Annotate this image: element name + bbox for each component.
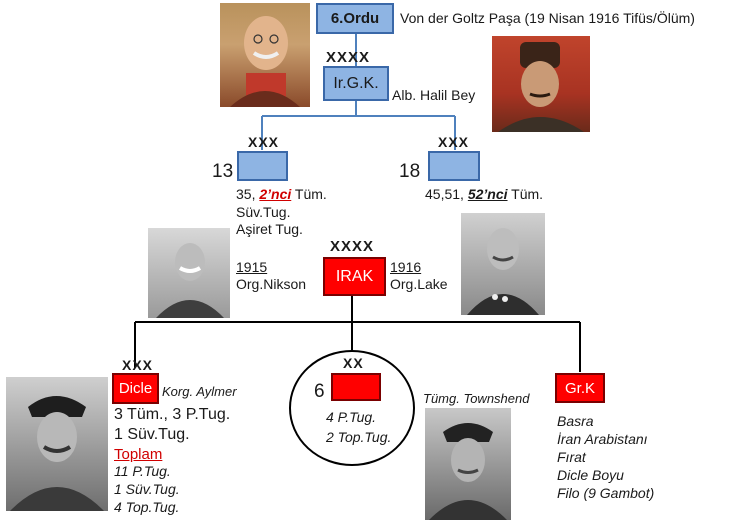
- corps-13-line2: Süv.Tug.: [236, 204, 291, 220]
- grk-item-3: Dicle Boyu: [557, 467, 624, 483]
- irak-right-commander: Org.Lake: [390, 276, 448, 292]
- irak-box[interactable]: IRAK: [323, 257, 386, 296]
- corps-13-line1-a: 35,: [236, 186, 260, 202]
- dicle-total-3: 4 Top.Tug.: [114, 499, 180, 515]
- corps-13-line3: Aşiret Tug.: [236, 221, 303, 237]
- dicle-box[interactable]: Dicle: [112, 373, 159, 404]
- group-echelon: XXXX: [326, 49, 371, 66]
- dicle-line1: 3 Tüm., 3 P.Tug.: [114, 406, 231, 423]
- group-box[interactable]: Ir.G.K.: [323, 66, 389, 101]
- portrait-aylmer-icon: [10, 396, 104, 511]
- dicle-total-label: Toplam: [114, 446, 163, 463]
- irak-left-commander: Org.Nikson: [236, 276, 307, 292]
- army-commander: Von der Goltz Paşa (19 Nisan 1916 Tifüs/…: [400, 10, 695, 26]
- division-6-ellipse: [289, 350, 415, 466]
- corps-13-line1-b: Tüm.: [291, 186, 327, 202]
- portrait-von-der-goltz: [220, 3, 310, 107]
- corps-18-line1-underlined: 52’nci: [467, 186, 508, 202]
- portrait-nikson: [148, 228, 230, 318]
- dicle-line2: 1 Süv.Tug.: [114, 426, 190, 443]
- corps-13-line1-red: 2’nci: [259, 186, 292, 202]
- portrait-von-der-goltz-icon: [230, 16, 300, 107]
- corps-18-line1-a: 45,51,: [425, 186, 468, 202]
- irak-left-year: 1915: [236, 259, 268, 275]
- corps-18-line1: 45,51, 52’nci Tüm.: [425, 186, 543, 202]
- portrait-townshend: [425, 408, 511, 520]
- portrait-townshend-icon: [429, 423, 507, 520]
- division-6-line2: 2 Top.Tug.: [326, 429, 392, 445]
- corps-13-number: 13: [212, 161, 234, 182]
- portrait-halil-bey-icon: [498, 42, 584, 132]
- corps-18-echelon: XXX: [438, 134, 470, 150]
- dicle-total-2: 1 Süv.Tug.: [114, 481, 180, 497]
- portrait-lake: [461, 213, 545, 315]
- division-6-echelon: XX: [343, 355, 364, 371]
- corps-13-echelon: XXX: [248, 134, 280, 150]
- corps-18-line1-b: Tüm.: [507, 186, 544, 202]
- corps-13-box[interactable]: [237, 151, 288, 181]
- division-6-commander: Tümg. Townshend: [423, 391, 530, 406]
- dicle-total-1: 11 P.Tug.: [114, 463, 171, 479]
- division-6-line1: 4 P.Tug.: [326, 409, 377, 425]
- irak-right-year: 1916: [390, 259, 422, 275]
- division-6-box[interactable]: [331, 373, 381, 401]
- group-commander: Alb. Halil Bey: [392, 87, 476, 103]
- corps-18-box[interactable]: [428, 151, 480, 181]
- portrait-halil-bey: [492, 36, 590, 132]
- army-box[interactable]: 6.Ordu: [316, 3, 394, 34]
- grk-item-4: Filo (9 Gambot): [557, 485, 655, 501]
- grk-item-0: Basra: [557, 413, 594, 429]
- corps-18-number: 18: [399, 161, 421, 182]
- dicle-echelon: XXX: [122, 357, 154, 373]
- grk-box[interactable]: Gr.K: [555, 373, 605, 403]
- division-6-number: 6: [314, 381, 325, 402]
- portrait-nikson-icon: [156, 243, 224, 318]
- dicle-commander: Korg. Aylmer: [162, 384, 237, 399]
- grk-item-2: Fırat: [557, 449, 586, 465]
- corps-13-line1: 35, 2’nci Tüm.: [236, 186, 327, 202]
- irak-echelon: XXXX: [330, 238, 375, 255]
- grk-item-1: İran Arabistanı: [557, 431, 648, 447]
- portrait-aylmer: [6, 377, 108, 511]
- portrait-lake-icon: [467, 228, 539, 315]
